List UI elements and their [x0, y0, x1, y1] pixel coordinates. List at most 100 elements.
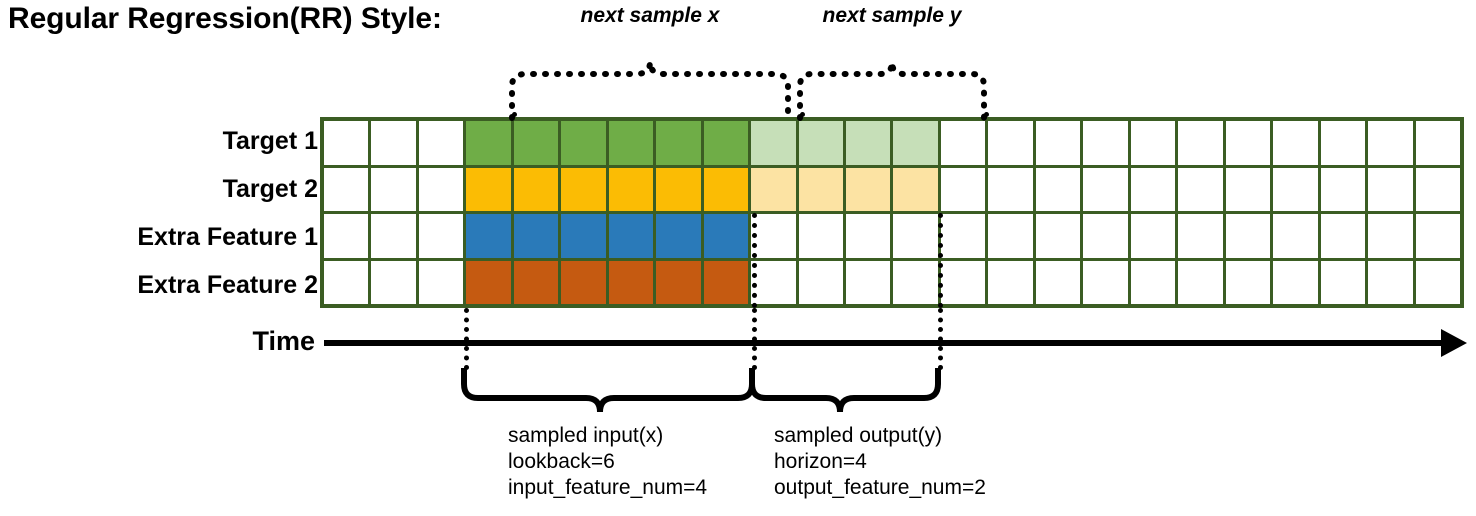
grid-cell [1178, 121, 1223, 165]
grid-cell [513, 121, 559, 165]
grid-cell [846, 121, 891, 165]
timeline-grid [320, 117, 1464, 308]
grid-cell [751, 167, 796, 211]
grid-cell [798, 121, 844, 165]
grid-cell [940, 214, 986, 258]
grid-cell [466, 167, 511, 211]
caption-output-line-2: horizon=4 [774, 450, 867, 473]
grid-cell [371, 260, 416, 304]
grid-cell [988, 214, 1033, 258]
grid-cell [1083, 121, 1128, 165]
brace-sampled-output [744, 366, 954, 420]
grid-cell [466, 214, 511, 258]
grid-cell [1178, 167, 1223, 211]
grid-cell [1083, 167, 1128, 211]
grid-cell [703, 260, 749, 304]
grid-cell [1415, 121, 1460, 165]
grid-cell [513, 214, 559, 258]
guide-top-input-end [800, 112, 805, 120]
grid-cell [324, 214, 369, 258]
brace-sampled-input [455, 366, 765, 420]
time-arrow-icon [1441, 329, 1467, 357]
time-axis-label: Time [252, 326, 315, 356]
brace-next-sample-y [790, 52, 995, 121]
grid-cell [846, 167, 891, 211]
grid-cell [1130, 214, 1176, 258]
grid-cell [1368, 121, 1413, 165]
grid-cell [846, 214, 891, 258]
guide-top-input-start [512, 112, 517, 120]
grid-cell [893, 214, 938, 258]
grid-cell [988, 121, 1033, 165]
page-title: Regular Regression(RR) Style: [8, 2, 442, 35]
row-label-target-1: Target 1 [222, 127, 318, 155]
guide-top-output-end [984, 112, 989, 120]
grid-cell [1225, 260, 1271, 304]
grid-cell [703, 167, 749, 211]
grid-cell [1273, 260, 1318, 304]
caption-input-line-2: lookback=6 [508, 450, 615, 473]
grid-cell [608, 121, 654, 165]
grid-cell [1415, 167, 1460, 211]
grid-cell [418, 167, 464, 211]
grid-cell [1273, 167, 1318, 211]
grid-cell [703, 214, 749, 258]
grid-cell [1225, 121, 1271, 165]
grid-cell [1320, 260, 1366, 304]
grid-cell [561, 167, 606, 211]
grid-cell [1368, 214, 1413, 258]
grid-cell [1130, 167, 1176, 211]
grid-cell [1320, 214, 1366, 258]
caption-input-line-3: input_feature_num=4 [508, 476, 708, 499]
grid-cell [940, 167, 986, 211]
grid-cell [1320, 121, 1366, 165]
grid-cell [656, 260, 701, 304]
guide-bottom-input-end [752, 308, 757, 370]
guide-bottom-input-start [464, 308, 469, 370]
grid-cell [466, 260, 511, 304]
grid-cell [988, 260, 1033, 304]
grid-cell [1178, 214, 1223, 258]
grid-cell [1035, 260, 1081, 304]
grid-cell [1225, 214, 1271, 258]
grid-cell [1035, 214, 1081, 258]
grid-cell [561, 260, 606, 304]
grid-cell [418, 121, 464, 165]
grid-cell [466, 121, 511, 165]
grid-cell [1178, 260, 1223, 304]
grid-cell [893, 260, 938, 304]
grid-cell [1083, 214, 1128, 258]
grid-cell [561, 121, 606, 165]
grid-cell [561, 214, 606, 258]
grid-cell [1130, 121, 1176, 165]
grid-cell [798, 214, 844, 258]
grid-cell [371, 214, 416, 258]
grid-cell [1035, 121, 1081, 165]
grid-cell [846, 260, 891, 304]
grid-cell [513, 260, 559, 304]
grid-cell [703, 121, 749, 165]
grid-cell [656, 214, 701, 258]
grid-cell [324, 167, 369, 211]
grid-cell [656, 167, 701, 211]
guide-bottom-output-end [938, 308, 943, 370]
grid-cell [893, 167, 938, 211]
grid-cell [1083, 260, 1128, 304]
grid-cell [324, 121, 369, 165]
grid-cell [1415, 260, 1460, 304]
caption-sampled-output: sampled output(y) horizon=4 output_featu… [774, 423, 986, 501]
row-label-extra-feature-1: Extra Feature 1 [137, 223, 318, 251]
grid-cell [798, 260, 844, 304]
label-next-sample-y: next sample y [822, 4, 962, 27]
label-next-sample-x: next sample x [580, 4, 720, 27]
caption-sampled-input: sampled input(x) lookback=6 input_featur… [508, 423, 707, 501]
row-label-target-2: Target 2 [222, 175, 318, 203]
grid-cell [940, 121, 986, 165]
grid-cell [751, 214, 796, 258]
caption-output-line-1: sampled output(y) [774, 424, 943, 447]
grid-cell [1415, 214, 1460, 258]
grid-cell [798, 167, 844, 211]
grid-cell [608, 260, 654, 304]
grid-cell [371, 167, 416, 211]
grid-cell [1130, 260, 1176, 304]
